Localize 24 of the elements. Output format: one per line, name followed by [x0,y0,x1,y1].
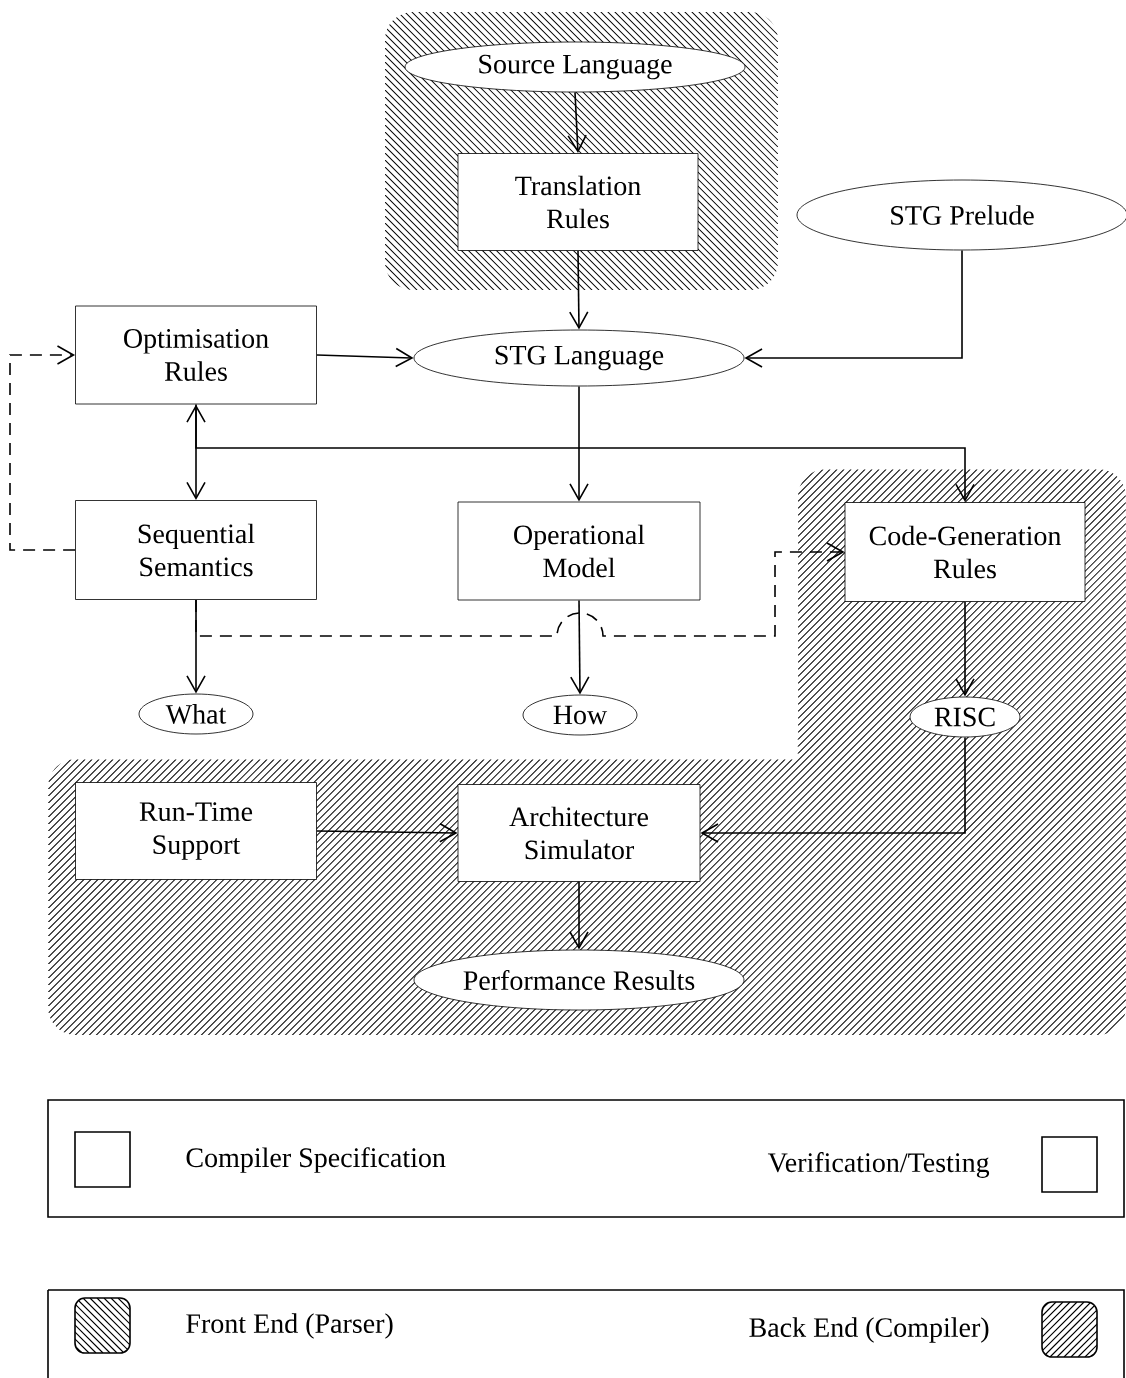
process-box: Run-Time Support [75,782,317,880]
arrow [700,736,966,843]
process-box: Optimisation Rules [75,305,317,405]
arrow [195,542,845,637]
process-box: Code-Generation Rules [844,502,1086,602]
arrow [567,91,587,154]
arrow [186,404,206,501]
arrow [195,403,975,503]
arrow [569,250,589,330]
legend-text: Verification/Testing [767,1152,990,1178]
arrow [569,385,589,502]
process-box: Architecture Simulator [457,784,701,882]
arrow [744,249,963,368]
arrow [570,599,590,695]
arrow [569,881,589,950]
legend-text: Compiler Specification [186,1147,446,1173]
arrow [9,345,76,551]
process-box: Translation Rules [457,153,699,251]
legend-text: Back End (Compiler) [749,1317,989,1343]
legend-text: Front End (Parser) [186,1313,393,1339]
hatched-region [48,469,1126,1035]
arrow [316,822,458,843]
arrow [955,601,975,697]
arrow [316,347,414,368]
